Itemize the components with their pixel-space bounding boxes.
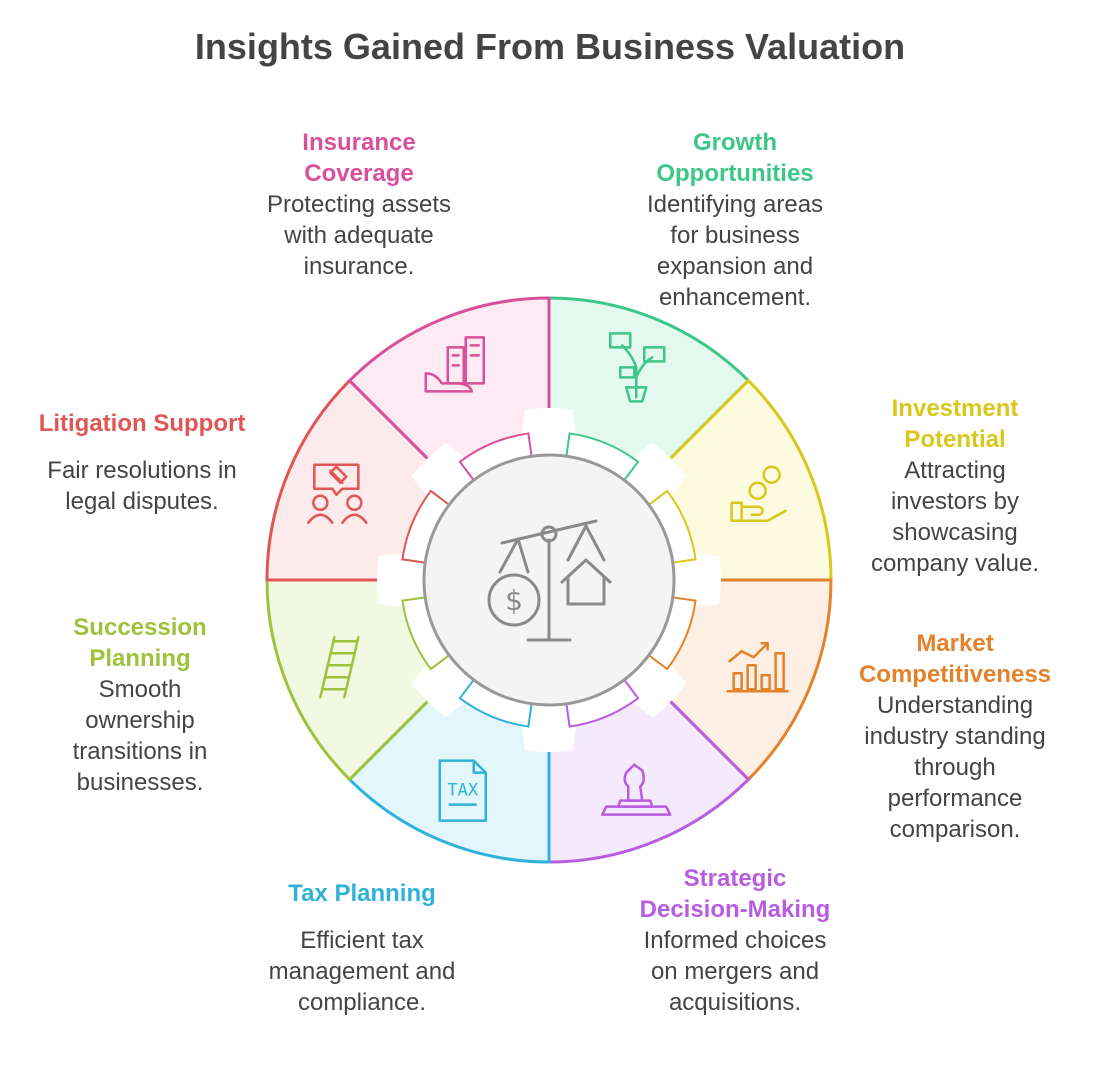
label-desc-insurance: insurance. (303, 253, 415, 280)
segment-icons: TAX (307, 332, 789, 822)
label-desc-insurance: with adequate (284, 222, 434, 249)
label-desc-tax: management and (268, 958, 456, 985)
label-title-investment: Investment (891, 395, 1019, 422)
label-desc-growth: Identifying areas (646, 191, 824, 218)
buildings-hand-icon (424, 336, 485, 393)
label-desc-market: through (914, 754, 996, 781)
ring-notch (518, 408, 580, 459)
label-title-insurance: Coverage (304, 160, 414, 187)
chess-knight-icon (601, 763, 672, 816)
ladder-icon (319, 636, 360, 699)
svg-text:$: $ (505, 584, 523, 617)
label-title-market: Competitiveness (858, 661, 1052, 688)
label-desc-strategic: acquisitions. (668, 989, 802, 1016)
label-title-investment: Potential (904, 426, 1006, 453)
label-desc-strategic: on mergers and (650, 958, 820, 985)
label-title-strategic: Decision-Making (639, 896, 831, 923)
bar-chart-trend-icon (726, 642, 789, 693)
label-title-litigation: Litigation Support (38, 410, 246, 437)
label-desc-litigation: legal disputes. (65, 488, 219, 515)
label-desc-growth: expansion and (656, 253, 814, 280)
gavel-people-icon (307, 463, 368, 524)
ring-notch (377, 549, 428, 611)
label-desc-succession: Smooth (98, 676, 182, 703)
wheel-notches (377, 408, 721, 752)
label-desc-succession: transitions in (72, 738, 208, 765)
balance-scale-icon: $ (487, 519, 612, 642)
ring-notch (670, 549, 721, 611)
label-title-succession: Planning (89, 645, 191, 672)
tax-icon-text: TAX (447, 781, 478, 801)
label-desc-insurance: Protecting assets (266, 191, 452, 218)
coins-hand-icon (730, 465, 787, 522)
label-desc-litigation: Fair resolutions in (47, 457, 237, 484)
label-desc-tax: Efficient tax (300, 927, 424, 954)
diagram-title: Insights Gained From Business Valuation (194, 26, 906, 67)
label-title-tax: Tax Planning (288, 880, 436, 907)
label-title-market: Market (916, 630, 994, 657)
label-desc-growth: for business (670, 222, 800, 249)
label-title-growth: Growth (693, 129, 777, 156)
money-plant-icon (609, 332, 666, 403)
label-desc-tax: compliance. (297, 989, 427, 1016)
label-desc-market: comparison. (889, 816, 1021, 843)
tax-document-icon: TAX (438, 759, 487, 822)
label-desc-investment: company value. (870, 550, 1040, 577)
label-desc-market: industry standing (864, 723, 1046, 750)
label-title-succession: Succession (73, 614, 207, 641)
label-desc-growth: enhancement. (658, 284, 812, 311)
label-desc-market: performance (887, 785, 1023, 812)
label-desc-market: Understanding (876, 692, 1034, 719)
ring-notch (518, 701, 580, 752)
center-hub: $ (422, 453, 676, 707)
label-desc-strategic: Informed choices (643, 927, 827, 954)
label-desc-investment: Attracting (904, 457, 1006, 484)
label-desc-succession: ownership (85, 707, 195, 734)
label-title-growth: Opportunities (656, 160, 814, 187)
label-desc-investment: showcasing (892, 519, 1018, 546)
label-title-insurance: Insurance (302, 129, 416, 156)
label-title-strategic: Strategic (683, 865, 787, 892)
label-desc-succession: businesses. (76, 769, 204, 796)
label-desc-investment: investors by (890, 488, 1020, 515)
